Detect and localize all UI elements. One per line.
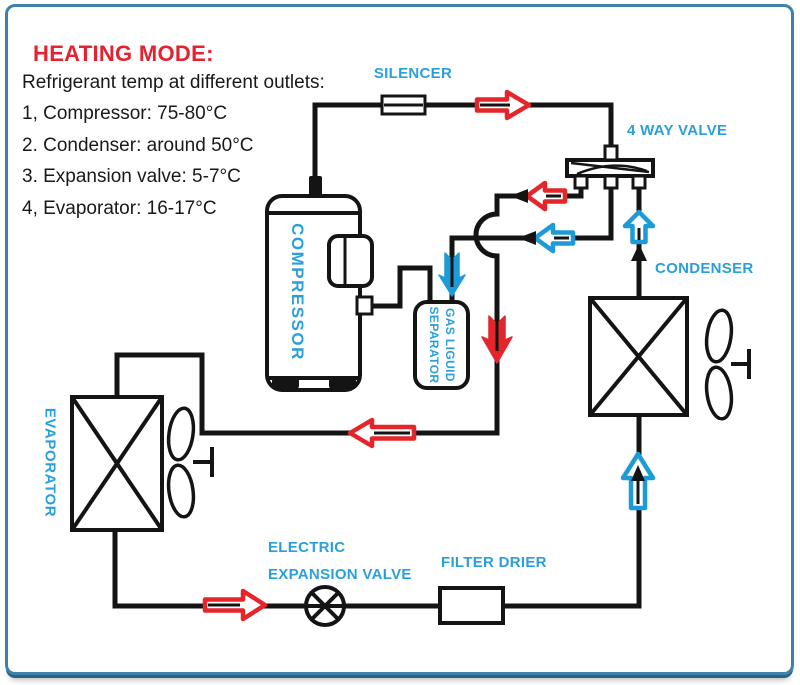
diagram-title: HEATING MODE: bbox=[33, 41, 214, 66]
note-heading: Refrigerant temp at different outlets: bbox=[22, 72, 325, 93]
note-compressor-temp: 1, Compressor: 75-80°C bbox=[22, 103, 228, 124]
evaporator-label: EVAPORATOR bbox=[41, 407, 59, 518]
cold-flow-arrow-into-separator bbox=[438, 252, 466, 297]
evaporator-symbol bbox=[70, 395, 214, 532]
compressor-terminal-box bbox=[327, 234, 374, 288]
four-way-valve-label: 4 WAY VALVE bbox=[627, 122, 728, 139]
black-arrowhead-up bbox=[631, 465, 645, 481]
cold-flow-arrow-condenser-to-valve bbox=[622, 209, 656, 261]
filter-drier-body bbox=[438, 586, 505, 625]
black-arrowhead-up bbox=[631, 244, 647, 261]
filter-drier-label: FILTER DRIER bbox=[441, 554, 547, 571]
valve-port-top bbox=[603, 144, 619, 162]
gas-liquid-separator-label-line2: SEPARATOR bbox=[427, 306, 441, 384]
compressor-foot-right bbox=[329, 378, 356, 389]
eev-cross-2 bbox=[310, 591, 340, 621]
note-expansion-valve-temp: 3. Expansion valve: 5-7°C bbox=[22, 166, 241, 187]
pipe-valve-to-separator bbox=[449, 188, 614, 304]
electric-expansion-valve-symbol bbox=[304, 585, 346, 627]
hot-flow-arrow-valve-left bbox=[510, 180, 568, 212]
valve-port-middle bbox=[603, 174, 619, 190]
gas-liquid-separator-label-line1: GAS LIGUID bbox=[443, 307, 457, 382]
electric-expansion-valve-label-line1: ELECTRIC bbox=[268, 539, 346, 556]
pipe-compressor-discharge bbox=[312, 102, 614, 192]
valve-passage-arc bbox=[576, 164, 648, 176]
fan-blade-bottom bbox=[166, 463, 196, 519]
condenser-diagonal-2 bbox=[588, 296, 689, 417]
note-evaporator-temp: 4, Evaporator: 16-17°C bbox=[22, 198, 217, 219]
hot-flow-arrow-bottom bbox=[202, 588, 268, 622]
note-condenser-temp: 2. Condenser: around 50°C bbox=[22, 135, 254, 156]
black-arrowhead-left bbox=[518, 231, 536, 245]
fan-blade-bottom bbox=[704, 365, 734, 421]
silencer-symbol bbox=[380, 94, 427, 116]
hot-flow-arrow-after-silencer bbox=[474, 89, 532, 121]
cold-flow-arrow-valve-middle bbox=[518, 222, 576, 254]
fan-blade-top bbox=[704, 308, 734, 364]
fan-blade-top bbox=[166, 406, 196, 462]
condenser-fan-icon bbox=[704, 308, 751, 421]
evaporator-fan-icon bbox=[166, 406, 214, 519]
silencer-label: SILENCER bbox=[373, 65, 453, 82]
electric-expansion-valve-label-line2: EXPANSION VALVE bbox=[268, 566, 412, 583]
cold-flow-arrow-up-right bbox=[620, 451, 656, 511]
condenser-symbol bbox=[588, 296, 751, 421]
gas-liquid-separator-body bbox=[413, 300, 470, 390]
four-way-valve-symbol bbox=[565, 144, 655, 190]
pipe-separator-to-compressor bbox=[372, 265, 433, 309]
compressor-body bbox=[265, 194, 362, 392]
compressor-label: COMPRESSOR bbox=[288, 223, 307, 361]
valve-port-left bbox=[573, 174, 589, 190]
pipe-bottom-loop bbox=[112, 417, 642, 609]
valve-port-right bbox=[631, 174, 647, 190]
compressor-symbol bbox=[265, 176, 374, 392]
compressor-discharge-stub bbox=[309, 176, 322, 196]
hot-flow-arrow-to-evaporator bbox=[347, 417, 417, 449]
gas-liquid-separator-label: GAS LIGUID SEPARATOR bbox=[424, 300, 458, 390]
compressor-foot-left bbox=[272, 378, 299, 389]
hot-flow-arrow-down-bypass bbox=[481, 315, 513, 364]
compressor-suction-fitting bbox=[355, 295, 374, 316]
condenser-label: CONDENSER bbox=[655, 260, 754, 277]
valve-slider-line bbox=[570, 161, 650, 174]
black-arrowhead-left bbox=[510, 189, 528, 203]
evaporator-diagonal-2 bbox=[70, 395, 164, 532]
